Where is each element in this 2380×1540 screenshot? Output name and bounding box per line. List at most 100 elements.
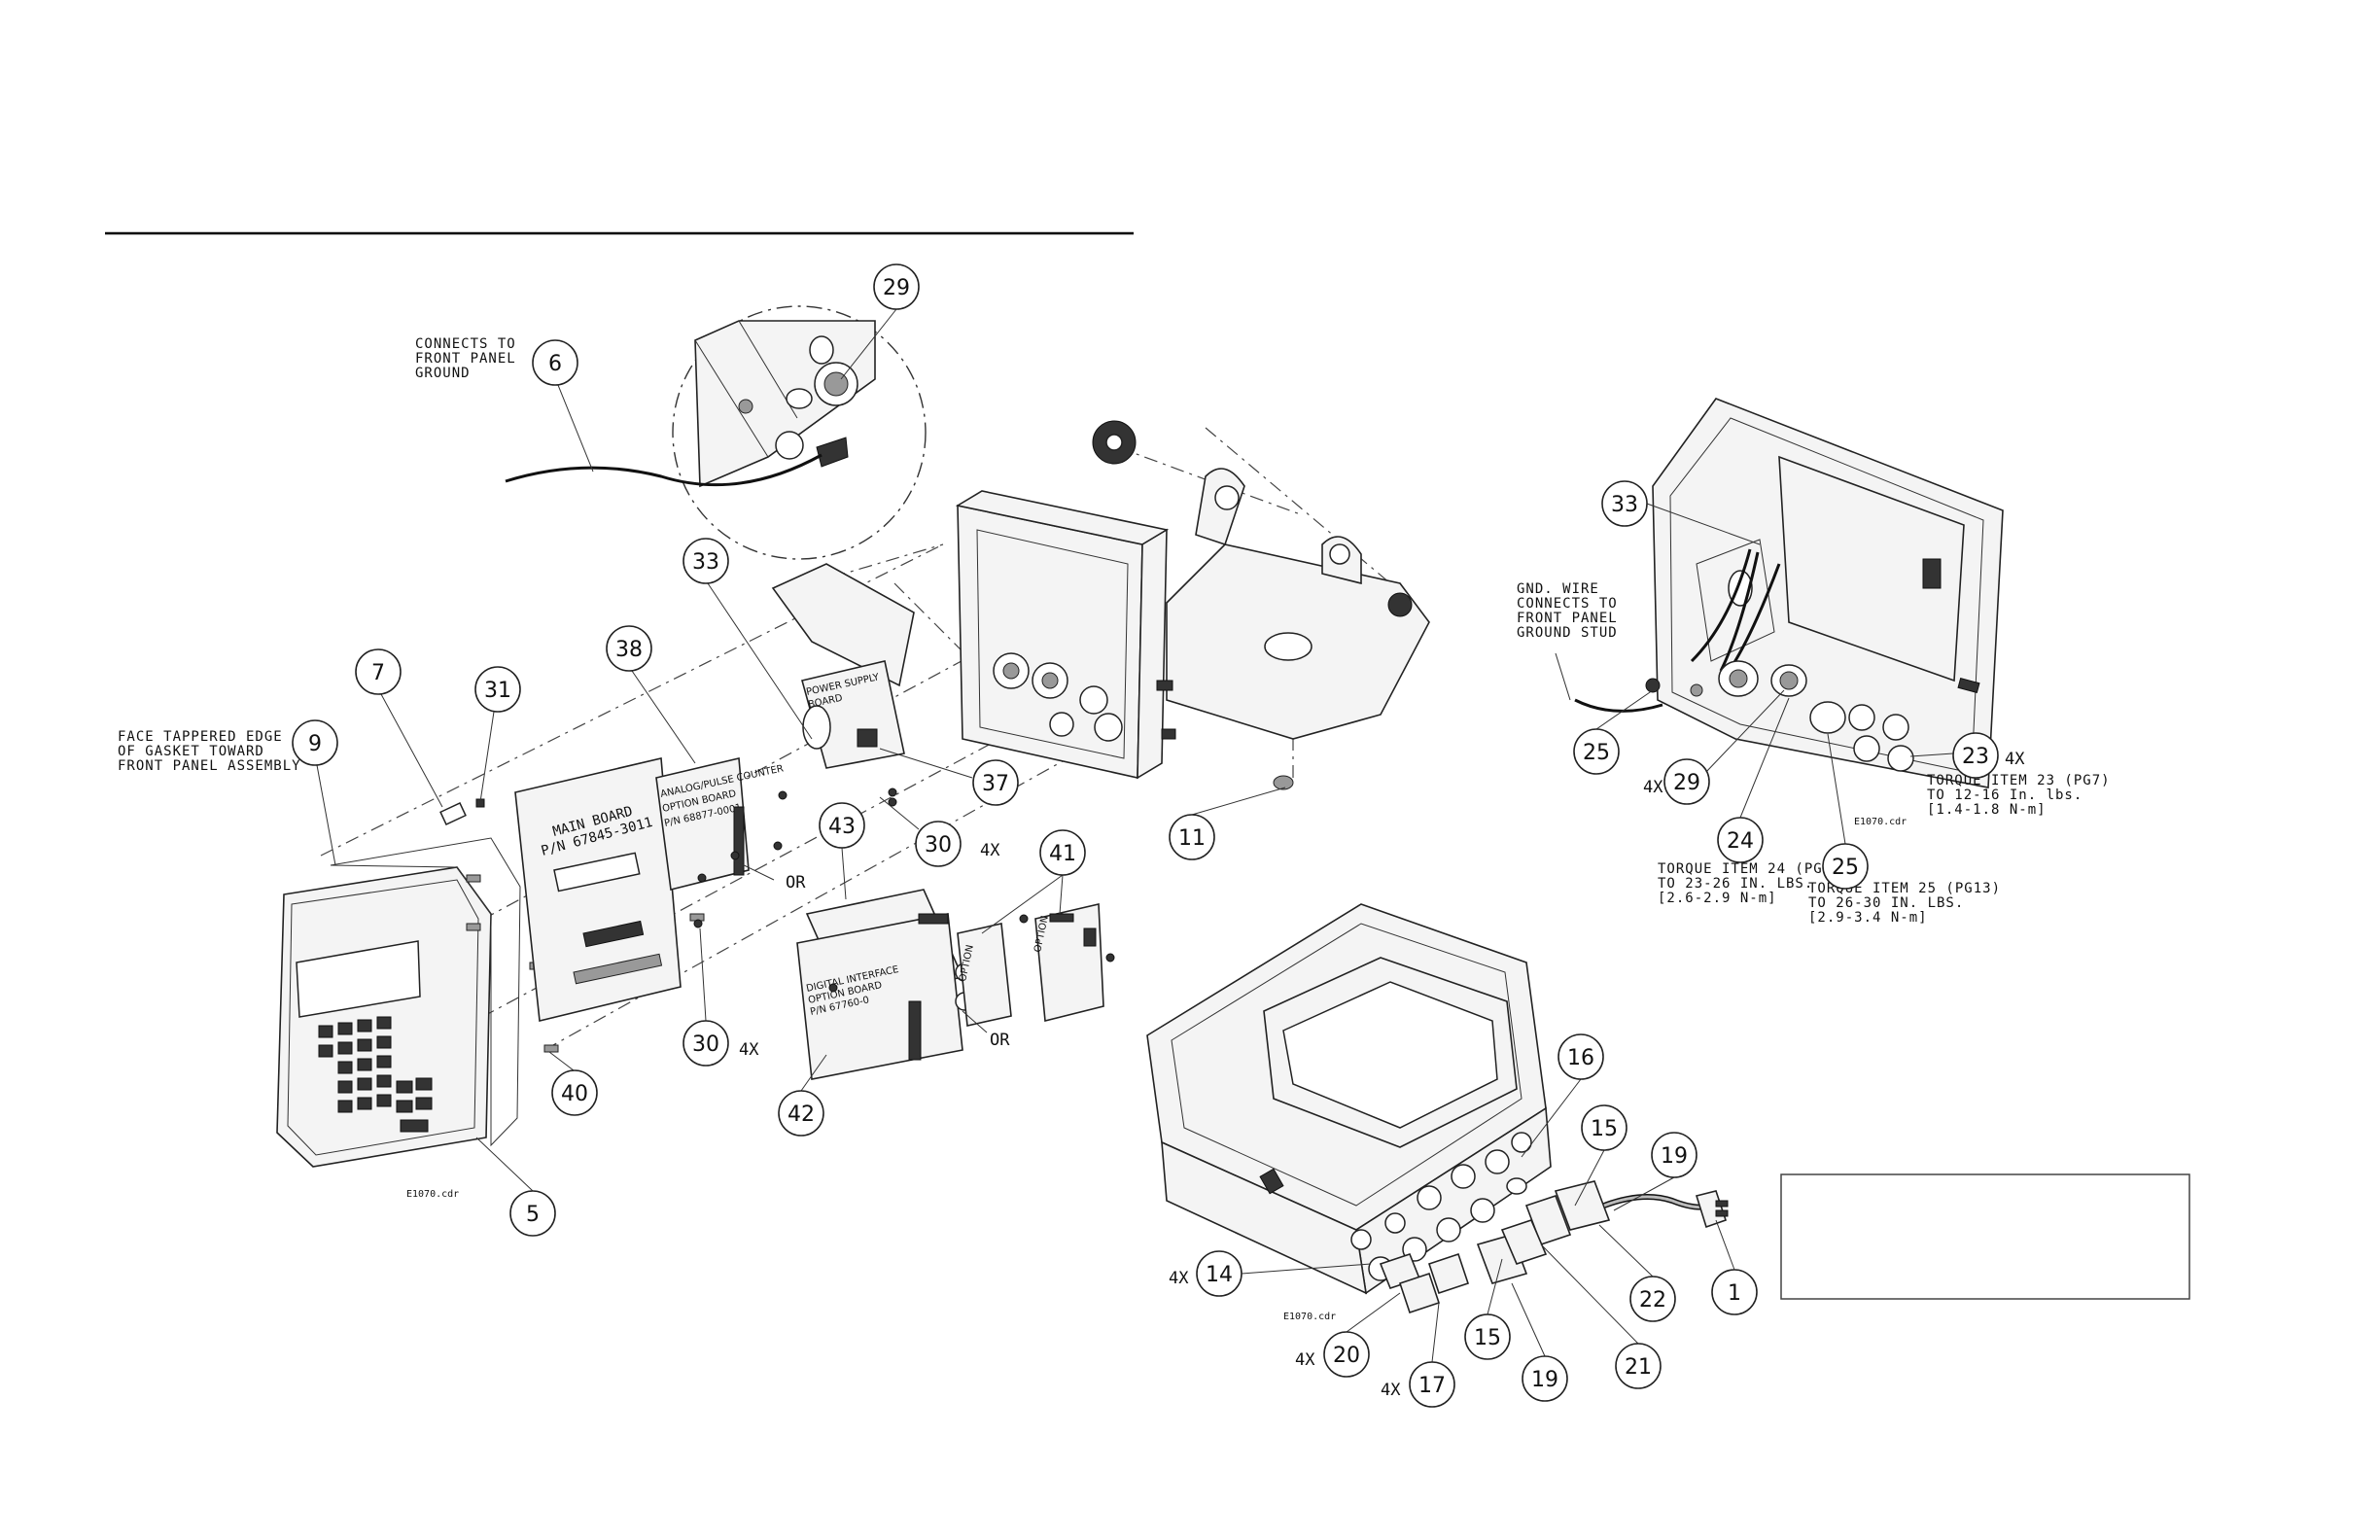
callout-number: 31 [484, 679, 511, 703]
note-line: CONNECTS TO [1517, 596, 1618, 612]
callout-circle [474, 666, 521, 713]
callout-circle [1711, 1269, 1758, 1315]
info-box [1780, 1173, 2190, 1300]
callout-9: 9 [292, 719, 338, 766]
note-line: TO 23-26 IN. LBS. [1658, 876, 1813, 892]
callout-24: 24 [1717, 817, 1764, 863]
callout-25: 25 [1573, 728, 1620, 775]
ground-wire [505, 453, 822, 487]
callout-1: 1 [1711, 1269, 1758, 1315]
callout-25: 25 [1822, 843, 1869, 890]
callout-30: 30 [915, 821, 962, 867]
callout-circle [1409, 1361, 1455, 1408]
callout-circle [1629, 1276, 1676, 1322]
gasket [330, 837, 521, 1147]
callout-number: 6 [548, 352, 562, 376]
note-line: TO 26-30 IN. LBS. [1808, 895, 1964, 911]
note-line: OF GASKET TOWARD [118, 744, 264, 759]
callout-22: 22 [1629, 1276, 1676, 1322]
callout-number: 37 [982, 772, 1009, 796]
note-line: [2.6-2.9 N-m] [1658, 891, 1777, 906]
callout-7: 7 [355, 648, 402, 695]
screws [693, 788, 1115, 993]
callout-number: 1 [1728, 1281, 1741, 1306]
note-line: FACE TAPPERED EDGE [118, 729, 283, 745]
quantity-label: 4X [1643, 778, 1663, 797]
callout-number: 19 [1661, 1144, 1688, 1169]
callout-circle [1822, 843, 1869, 890]
callout-number: 14 [1206, 1263, 1233, 1287]
callout-circle [1573, 728, 1620, 775]
callout-17: 17 [1409, 1361, 1455, 1408]
callout-number: 30 [925, 833, 952, 858]
callout-number: 43 [828, 815, 856, 839]
callout-number: 29 [883, 276, 910, 300]
callout-number: 25 [1583, 741, 1610, 765]
callout-31: 31 [474, 666, 521, 713]
callout-19: 19 [1522, 1355, 1568, 1402]
callout-number: 15 [1474, 1326, 1501, 1350]
leader-lines [316, 308, 1954, 1363]
keypad [318, 1016, 433, 1133]
analog-option-board: ANALOG/PULSE COUNTER OPTION BOARD P/N 68… [655, 757, 785, 891]
callout-circle [1651, 1132, 1698, 1178]
callout-23: 23 [1952, 732, 1999, 779]
note-line: TORQUE ITEM 24 (PG11) [1658, 861, 1850, 877]
callout-11: 11 [1169, 814, 1215, 860]
note-front-panel-ground: CONNECTS TO FRONT PANEL GROUND [415, 336, 516, 381]
enclosure [955, 490, 1170, 780]
callout-number: 29 [1673, 771, 1700, 795]
note-line: GROUND STUD [1517, 625, 1618, 641]
callout-33: 33 [1601, 480, 1648, 527]
callout-number: 25 [1832, 856, 1859, 880]
callout-circle [1601, 480, 1648, 527]
callout-15: 15 [1464, 1313, 1511, 1360]
callout-circle [972, 759, 1019, 806]
callout-circle [873, 263, 920, 310]
callout-circle [1196, 1250, 1242, 1297]
callout-circle [915, 821, 962, 867]
quantity-label: 4X [1295, 1350, 1315, 1370]
callout-circle [1663, 758, 1710, 805]
callout-circle [1039, 829, 1086, 876]
enclosure-rear-view [1574, 398, 2004, 788]
note-line: FRONT PANEL [1517, 611, 1618, 626]
quantity-label: 4X [739, 1040, 759, 1060]
quantity-label: 4X [1169, 1269, 1189, 1288]
file-label: E1070.cdr [1283, 1312, 1336, 1322]
callout-number: 21 [1625, 1355, 1652, 1380]
note-line: GND. WIRE [1517, 581, 1599, 597]
callout-43: 43 [819, 802, 865, 849]
front-panel-assembly [276, 866, 492, 1168]
callout-41: 41 [1039, 829, 1086, 876]
callout-number: 42 [788, 1102, 815, 1127]
callout-circle [551, 1069, 598, 1116]
callout-circle [1615, 1343, 1662, 1389]
callout-number: 7 [371, 661, 385, 685]
callout-29: 29 [873, 263, 920, 310]
quantity-label: 4X [2005, 750, 2025, 769]
callout-circle [1581, 1104, 1628, 1151]
callout-number: 16 [1567, 1046, 1594, 1070]
note-line: [2.9-3.4 N-m] [1808, 910, 1928, 926]
main-board: MAIN BOARD P/N 67845-3011 [514, 757, 682, 1022]
or-label: OR [990, 1031, 1010, 1050]
note-line: CONNECTS TO [415, 336, 516, 352]
callout-number: 22 [1639, 1288, 1666, 1312]
callout-29: 29 [1663, 758, 1710, 805]
callout-21: 21 [1615, 1343, 1662, 1389]
callout-16: 16 [1558, 1033, 1604, 1080]
callout-circle [819, 802, 865, 849]
callout-37: 37 [972, 759, 1019, 806]
callout-number: 19 [1531, 1368, 1558, 1392]
callout-circle [1558, 1033, 1604, 1080]
callout-number: 33 [692, 550, 719, 575]
power-supply-board: POWER SUPPLY BOARD [771, 563, 915, 769]
note-line: TO 12-16 In. lbs. [1927, 788, 2082, 803]
quantity-label: 4X [1381, 1381, 1401, 1400]
note-torque-23: TORQUE ITEM 23 (PG7) TO 12-16 In. lbs. [… [1927, 773, 2110, 818]
callout-number: 41 [1049, 842, 1076, 866]
